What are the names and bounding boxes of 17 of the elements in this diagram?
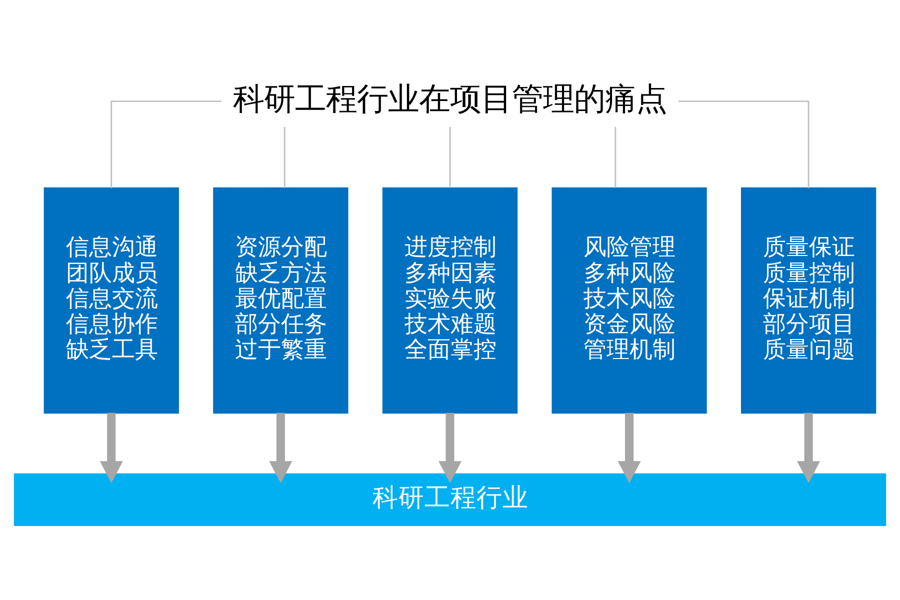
arrow <box>269 412 292 483</box>
node-box: 质量保证质量控制保证机制部分项目质量问题 <box>740 186 876 414</box>
node-box: 风险管理多种风险技术风险资金风险管理机制 <box>552 186 707 414</box>
connector <box>110 100 222 188</box>
connector <box>284 126 286 188</box>
connector <box>678 100 810 188</box>
connector <box>614 126 616 188</box>
node-box: 信息沟通团队成员信息交流信息协作缺乏工具 <box>44 186 179 414</box>
arrow <box>618 412 641 483</box>
arrow <box>797 412 820 483</box>
arrow <box>438 412 462 483</box>
arrow <box>100 412 123 483</box>
node-box: 科研工程行业 <box>14 472 886 526</box>
node-text: 科研工程行业在项目管理的痛点 <box>233 80 668 117</box>
node-box: 资源分配缺乏方法最优配置部分任务过于繁重 <box>213 186 348 414</box>
connector <box>449 126 451 188</box>
node-box: 进度控制多种因素实验失败技术难题全面掌控 <box>382 186 518 414</box>
